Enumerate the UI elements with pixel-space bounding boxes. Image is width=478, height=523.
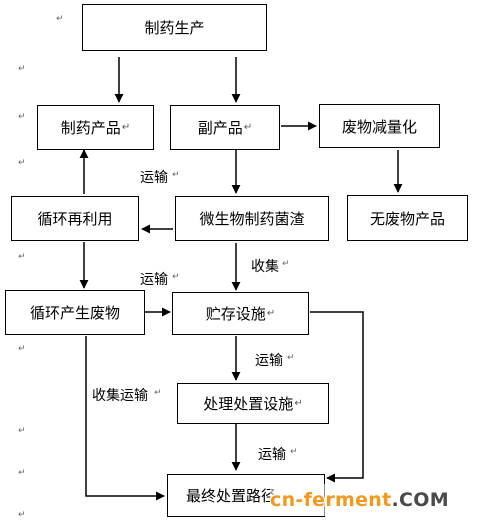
paragraph-mark: ↵: [282, 259, 290, 269]
paragraph-mark: ↵: [266, 308, 276, 319]
paragraph-mark: ↵: [294, 398, 303, 409]
edge-label-transport: 运输: [140, 272, 168, 288]
edge-label-transport: 运输: [140, 170, 168, 186]
paragraph-mark: ↵: [18, 64, 26, 74]
paragraph-mark: ↵: [18, 344, 26, 354]
edge-label-collect: 收集: [251, 259, 279, 275]
paragraph-mark: ↵: [18, 468, 26, 478]
paragraph-mark: ↵: [56, 14, 64, 24]
node-waste-free-products: 无废物产品: [347, 195, 468, 241]
node-recycling-waste: 循环产生废物: [5, 290, 145, 335]
paragraph-mark: ↵: [172, 170, 180, 180]
node-recycling-reuse: 循环再利用: [11, 196, 139, 241]
paragraph-mark: ↵: [18, 426, 26, 436]
node-storage-facility: 贮存设施↵: [172, 292, 309, 335]
paragraph-mark: ↵: [154, 388, 162, 398]
paragraph-mark: ↵: [18, 510, 26, 520]
node-microbial-residue: 微生物制药菌渣: [175, 196, 329, 241]
paragraph-mark: ↵: [287, 353, 295, 363]
edge-label-transport: 运输: [255, 353, 283, 369]
paragraph-mark: ↵: [121, 122, 131, 133]
edge-label-collect-transport: 收集运输: [92, 388, 148, 404]
watermark-right: .COM: [391, 489, 449, 511]
paragraph-mark: ↵: [18, 252, 26, 262]
node-treatment-facility: 处理处置设施↵: [177, 383, 329, 424]
node-pharma-production: 制药生产: [82, 4, 267, 51]
paragraph-mark: ↵: [243, 122, 253, 133]
node-waste-reduction: 废物减量化: [319, 104, 440, 148]
arrow-waste-to-final: [85, 336, 165, 501]
node-byproducts: 副产品↵: [170, 105, 280, 150]
paragraph-mark: ↵: [290, 447, 298, 457]
watermark-left: cn-ferment: [270, 489, 392, 511]
site-watermark: cn-ferment.COM: [270, 484, 476, 516]
paragraph-mark: ↵: [18, 112, 26, 122]
paragraph-mark: ↵: [172, 272, 180, 282]
paragraph-mark: ↵: [18, 158, 26, 168]
arrow-storage-to-final: [310, 311, 364, 483]
node-pharma-products: 制药产品↵: [37, 105, 154, 150]
edge-label-transport: 运输: [258, 447, 286, 463]
